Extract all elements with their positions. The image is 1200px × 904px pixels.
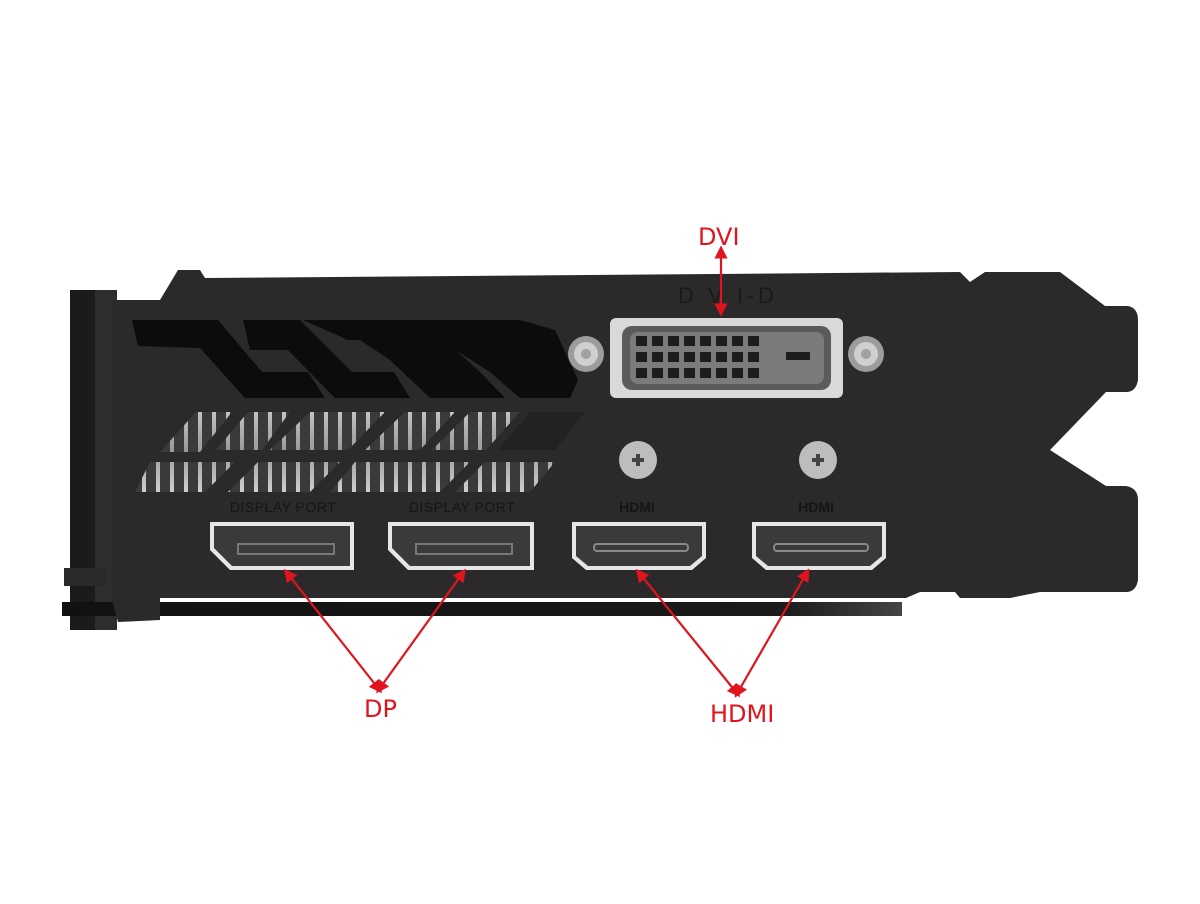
hdmi-arrow-2 <box>734 568 810 698</box>
bracket-screw-2 <box>799 441 837 479</box>
dp2-label: DISPLAY PORT <box>409 499 515 515</box>
card-side-edge <box>64 290 117 630</box>
pcb-rail <box>62 602 902 616</box>
bracket-screw-1 <box>619 441 657 479</box>
hdmi-arrow-1 <box>635 568 741 698</box>
heatsink-fins <box>135 412 585 492</box>
dvi-screw-right <box>848 336 884 372</box>
dp-arrow-2 <box>376 568 466 694</box>
dvi-screw-left <box>568 336 604 372</box>
displayport-1: DISPLAY PORT <box>210 499 354 570</box>
dvi-d-port: D V I-D <box>568 283 884 398</box>
dp-arrow-1 <box>283 568 383 694</box>
dvi-callout-label: DVI <box>698 223 740 251</box>
vent-pattern <box>132 320 578 398</box>
hdmi2-label: HDMI <box>798 499 834 515</box>
hdmi-callout-label: HDMI <box>710 700 775 728</box>
hdmi-port-1: HDMI <box>572 499 706 570</box>
hdmi1-label: HDMI <box>619 499 655 515</box>
displayport-2: DISPLAY PORT <box>388 499 534 570</box>
dp1-label: DISPLAY PORT <box>230 499 336 515</box>
dp-callout-label: DP <box>364 695 397 723</box>
dvi-port-label: D V I-D <box>678 283 778 308</box>
hdmi-port-2: HDMI <box>752 499 886 570</box>
annotation-arrows <box>283 245 810 698</box>
